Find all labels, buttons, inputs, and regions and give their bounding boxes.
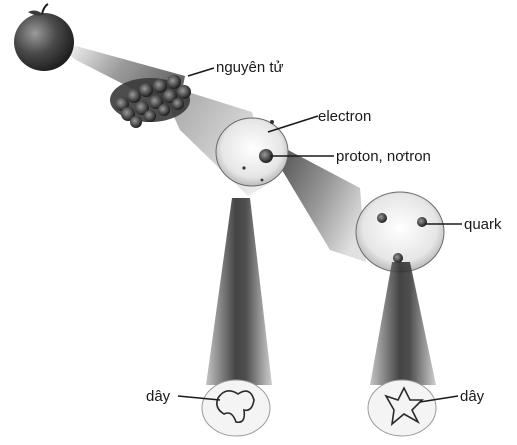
string-bubble-right xyxy=(368,380,436,436)
label-string-left: dây xyxy=(146,388,171,405)
zoom-beam-string-left xyxy=(206,198,272,385)
label-electron: electron xyxy=(318,108,371,125)
zoom-beam-proton xyxy=(276,150,366,262)
leader-atom xyxy=(188,68,214,76)
proton-sphere xyxy=(356,192,444,272)
apple-illustration xyxy=(14,4,74,71)
label-nucleon: proton, nơtron xyxy=(336,148,431,165)
quark-dot-3 xyxy=(393,253,403,263)
leader-electron xyxy=(268,116,318,132)
label-atom: nguyên tử xyxy=(216,59,284,76)
quark-dot-1 xyxy=(377,213,387,223)
zoom-beam-string-right xyxy=(370,262,436,385)
label-quark: quark xyxy=(464,216,502,233)
quark-dot-2 xyxy=(417,217,427,227)
label-string-right: dây xyxy=(460,388,485,405)
electron-cloud-sphere xyxy=(216,118,288,186)
string-bubble-left xyxy=(202,380,270,436)
